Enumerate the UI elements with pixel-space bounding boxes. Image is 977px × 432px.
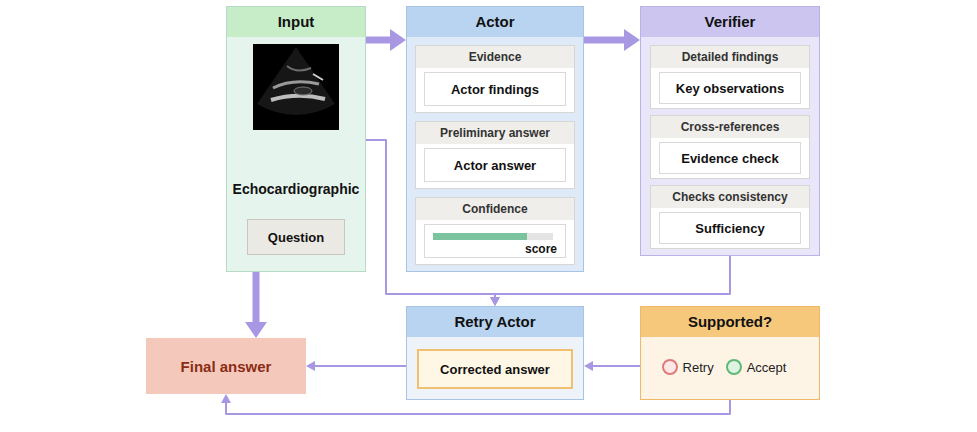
verifier-panel: VerifierDetailed findingsKey observation… xyxy=(640,6,820,256)
panel-title: Verifier xyxy=(641,7,819,37)
arrow-head xyxy=(624,29,640,51)
box-label: Key observations xyxy=(660,81,800,96)
flow-arrow xyxy=(366,29,406,51)
crossref-section: Cross-referencesEvidence check xyxy=(650,115,810,179)
flow-arrow xyxy=(245,272,267,338)
question-label: Question xyxy=(248,230,344,245)
section-label: Preliminary answer xyxy=(416,122,574,144)
confidence-bar xyxy=(433,233,527,240)
panel-title: Actor xyxy=(407,7,583,37)
connector-line xyxy=(253,272,260,325)
arrow-head xyxy=(490,297,500,306)
section-label: Confidence xyxy=(416,198,574,220)
actor-panel: ActorEvidenceActor findingsPreliminary a… xyxy=(406,6,584,272)
score-box: score xyxy=(424,224,566,258)
findings-box: Actor findings xyxy=(424,72,566,106)
connector-line xyxy=(591,365,640,367)
retry-actor-panel: Retry ActorCorrected answer xyxy=(406,306,584,400)
option-label: Retry xyxy=(683,360,714,375)
final-answer-box: Final answer xyxy=(146,338,306,394)
section-label: Evidence xyxy=(416,46,574,68)
arrow-head xyxy=(390,29,406,51)
arrow-head xyxy=(245,322,267,338)
arrow-head xyxy=(490,297,500,306)
panel-title: Supported? xyxy=(641,307,819,337)
echo-background xyxy=(253,44,339,130)
echo-wall xyxy=(271,96,325,100)
feedback-connector xyxy=(306,361,406,371)
evidence-check-box: Evidence check xyxy=(659,142,801,174)
panel-title: Input xyxy=(227,7,365,37)
box-label: Actor findings xyxy=(425,82,565,97)
result-label: Final answer xyxy=(146,358,306,375)
box-label: Evidence check xyxy=(660,151,800,166)
arrow-head xyxy=(306,361,315,371)
flow-arrow xyxy=(584,29,640,51)
arrow-head xyxy=(584,361,593,371)
section-label: Checks consistency xyxy=(651,186,809,208)
findings-section: Detailed findingsKey observations xyxy=(650,45,810,109)
sufficiency-box: Sufficiency xyxy=(659,212,801,244)
box-label: Actor answer xyxy=(425,158,565,173)
connector-line xyxy=(584,37,627,44)
score-label: score xyxy=(425,225,565,256)
echo-sector xyxy=(257,47,335,115)
supported-panel: Supported? Retry Accept xyxy=(640,306,820,400)
box-label: Corrected answer xyxy=(419,362,571,377)
option-label: Accept xyxy=(747,360,787,375)
observations-box: Key observations xyxy=(659,72,801,104)
connector-line xyxy=(366,37,393,44)
connector-line xyxy=(313,365,406,367)
echo-image xyxy=(253,44,339,130)
section-label: Cross-references xyxy=(651,116,809,138)
status-circle xyxy=(726,359,742,375)
confidence-track xyxy=(433,233,553,240)
echo-valve xyxy=(313,74,323,80)
section-label: Detailed findings xyxy=(651,46,809,68)
confidence-section: Confidence score xyxy=(415,197,575,265)
question-box: Question xyxy=(247,219,345,255)
echo-wall xyxy=(287,66,311,71)
panel-title: Retry Actor xyxy=(407,307,583,337)
evidence-section: EvidenceActor findings xyxy=(415,45,575,113)
arrow-head xyxy=(221,394,231,403)
answer-box: Actor answer xyxy=(424,148,566,182)
echo-wall xyxy=(273,82,319,88)
consistency-section: Checks consistencySufficiency xyxy=(650,185,810,249)
echo-chamber xyxy=(294,87,312,95)
box-label: Sufficiency xyxy=(660,221,800,236)
connector-line xyxy=(226,400,730,414)
status-circle xyxy=(662,359,678,375)
feedback-connector xyxy=(584,361,640,371)
image-caption: Echocardiographic xyxy=(227,181,365,197)
answer-section: Preliminary answerActor answer xyxy=(415,121,575,189)
corrected-answer-box: Corrected answer xyxy=(417,349,573,389)
